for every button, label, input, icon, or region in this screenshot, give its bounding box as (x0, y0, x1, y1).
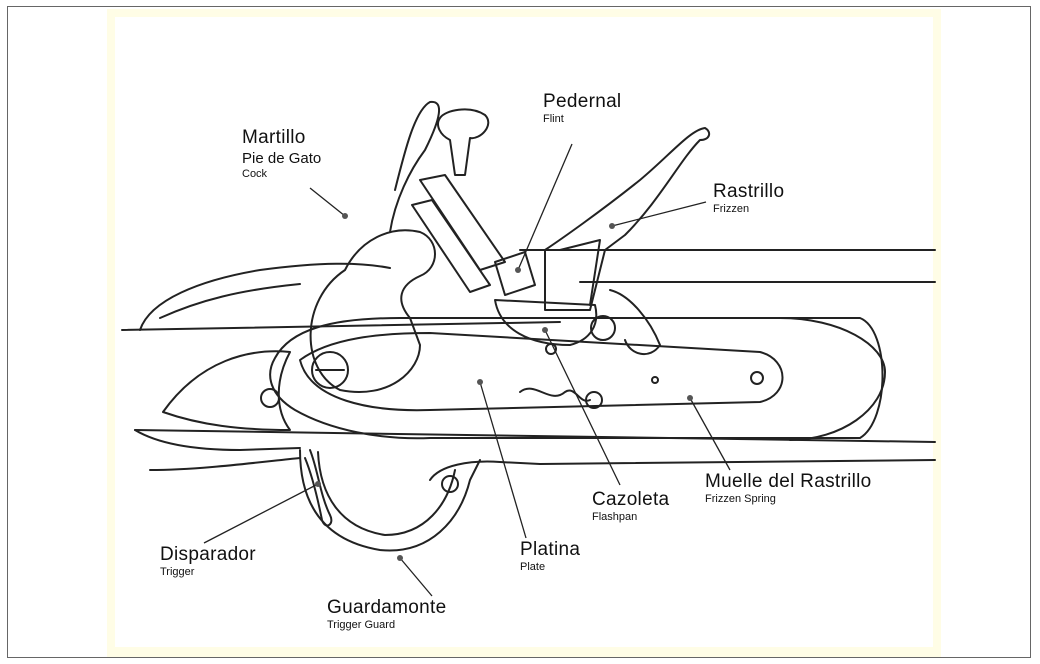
spring-end-screw (751, 372, 763, 384)
stock-lower-line (135, 430, 935, 442)
spring-tail (520, 389, 590, 401)
label-martillo-en: Cock (242, 169, 321, 180)
side-screw (261, 389, 279, 407)
flint (495, 252, 535, 295)
label-cazoleta-en: Flashpan (592, 512, 669, 523)
cock-body (311, 230, 435, 392)
pan-screw (591, 316, 615, 340)
label-martillo-es2: Pie de Gato (242, 151, 321, 166)
label-rastrillo-es: Rastrillo (713, 182, 784, 201)
label-platina-en: Plate (520, 562, 580, 573)
label-guardamonte-es: Guardamonte (327, 598, 446, 617)
label-guardamonte: Guardamonte Trigger Guard (327, 598, 446, 631)
plate-pin (652, 377, 658, 383)
stock-top-line (122, 322, 560, 330)
trigger-guard-inner (318, 452, 455, 535)
stock-bottom-line (150, 458, 300, 470)
label-pedernal: Pedernal Flint (543, 92, 621, 125)
label-disparador-es: Disparador (160, 545, 256, 564)
cock-jaws-lower (412, 200, 490, 292)
label-platina: Platina Plate (520, 540, 580, 573)
label-rastrillo: Rastrillo Frizzen (713, 182, 784, 215)
side-plate (163, 351, 290, 430)
label-platina-es: Platina (520, 540, 580, 559)
label-disparador: Disparador Trigger (160, 545, 256, 578)
label-cazoleta-es: Cazoleta (592, 490, 669, 509)
label-pedernal-es: Pedernal (543, 92, 621, 111)
label-muelle-en: Frizzen Spring (705, 494, 872, 505)
lock-plate-inner (300, 333, 783, 410)
lock-plate-outline (270, 318, 882, 438)
label-pedernal-en: Flint (543, 114, 621, 125)
stock-comb (160, 284, 300, 318)
cock-jaws (420, 175, 505, 270)
label-cazoleta: Cazoleta Flashpan (592, 490, 669, 523)
label-martillo: Martillo Pie de Gato Cock (242, 128, 321, 180)
label-muelle: Muelle del Rastrillo Frizzen Spring (705, 472, 872, 505)
forestock-end (780, 318, 885, 440)
label-disparador-en: Trigger (160, 567, 256, 578)
label-martillo-es: Martillo (242, 128, 321, 147)
label-guardamonte-en: Trigger Guard (327, 620, 446, 631)
guard-stock-line (540, 460, 935, 464)
label-muelle-es: Muelle del Rastrillo (705, 472, 872, 491)
jaw-screw (438, 109, 488, 175)
label-rastrillo-en: Frizzen (713, 204, 784, 215)
cock-neck (390, 102, 439, 232)
